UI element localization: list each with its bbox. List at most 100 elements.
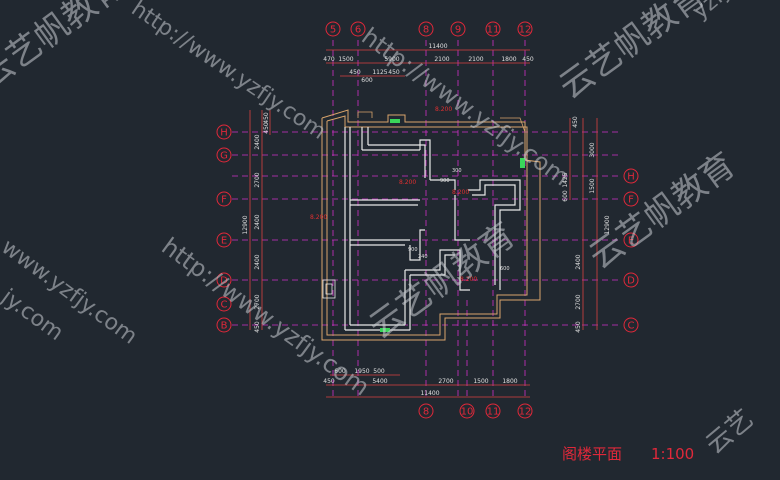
bottom-dim-7: 1500 (473, 378, 488, 385)
axis-top-9-circle (450, 21, 466, 37)
axis-left-C: C (221, 300, 228, 311)
axis-right-C-circle (623, 317, 639, 333)
top-dimension-texts: 11400 470 1500 5900 2100 2100 1800 450 4… (323, 43, 534, 84)
top-dim-1: 470 (323, 56, 335, 63)
elevation-1: 8.200 (435, 106, 452, 113)
top-total-dim: 11400 (428, 43, 447, 50)
bottom-dim-8: 1800 (502, 378, 517, 385)
axis-left-D-circle (216, 272, 232, 288)
axis-left-C-circle (216, 296, 232, 312)
axis-left-F: F (221, 195, 227, 206)
axis-bottom-11-circle (485, 403, 501, 419)
bottom-total-dim: 11400 (420, 390, 439, 397)
watermark-edge-bottom-right: 云艺 (700, 404, 759, 460)
axis-top-12-circle (517, 21, 533, 37)
elevation-marks: 8.200 8.200 8.200 8.200 8.200 (310, 106, 477, 283)
bottom-dim-3: 500 (373, 368, 385, 375)
top-dim-8: 450 (349, 69, 361, 76)
right-dimension-texts: 450 3000 1425 1500 600 2400 2700 450 129… (562, 116, 611, 333)
axis-grid-lines (232, 40, 620, 400)
axis-top-6-circle (350, 21, 366, 37)
axis-right-F-circle (623, 191, 639, 207)
bottom-dim-1: 600 (334, 368, 346, 375)
axis-right-E-circle (623, 232, 639, 248)
left-dim-2: 450 (263, 122, 270, 134)
axis-right-C: C (628, 321, 635, 332)
watermark-url-low: http://www.yzfjy.com (156, 232, 374, 401)
left-total-dim: 12900 (242, 215, 249, 234)
axis-bottom-12: 12 (519, 407, 532, 418)
right-dim-7: 2700 (575, 294, 582, 309)
right-dim-5: 600 (562, 190, 569, 202)
axis-left-F-circle (216, 191, 232, 207)
left-dim-5: 2400 (254, 214, 261, 229)
bottom-dimension-lines (326, 374, 530, 398)
bottom-dimension-texts: 600 1950 500 450 5400 2700 1500 1800 114… (323, 368, 518, 397)
axis-right-D-circle (623, 272, 639, 288)
inner-walls (344, 127, 521, 331)
axis-left-D: D (220, 276, 228, 287)
left-dimension-texts: 450 450 2400 2700 2400 2400 2700 450 129… (242, 112, 270, 333)
left-dim-7: 2700 (254, 294, 261, 309)
windows (380, 119, 525, 332)
axis-left-B-circle (216, 317, 232, 333)
axis-bottom-10-circle (459, 403, 475, 419)
axis-top-8-circle (418, 21, 434, 37)
elevation-5: 8.200 (452, 189, 469, 196)
axis-bottom-12-circle (517, 403, 533, 419)
top-dim-10: 1125 (372, 69, 387, 76)
axis-left-H: H (220, 128, 228, 139)
axis-bottom-11: 11 (487, 407, 500, 418)
watermark-brand-right: 云艺帆教育 (582, 145, 743, 277)
room-dim-1: 900 (440, 178, 450, 184)
top-dim-9: 600 (361, 77, 373, 84)
room-dim-3: 900 (408, 247, 418, 253)
watermark-edge-top-right: yzfjy (688, 0, 743, 25)
window-top (390, 119, 400, 123)
left-dim-6: 2400 (254, 254, 261, 269)
axis-left-G-circle (216, 147, 232, 163)
left-dim-4: 2700 (254, 172, 261, 187)
room-dimension-texts: 900 300 900 240 600 (408, 168, 510, 272)
axis-top-11-circle (485, 21, 501, 37)
axis-top-8: 8 (423, 25, 429, 36)
room-dim-5: 600 (500, 266, 510, 272)
axis-bottom-8: 8 (423, 407, 429, 418)
right-dim-4: 1500 (589, 178, 596, 193)
top-dim-6: 1800 (501, 56, 516, 63)
top-dimension-lines (326, 49, 530, 77)
axis-bottom-8-circle (418, 403, 434, 419)
watermark-url-mid: http://www.yzfjy.com (356, 22, 574, 191)
right-dim-8: 450 (575, 321, 582, 333)
left-dim-8: 450 (254, 321, 261, 333)
right-dim-2: 3000 (589, 142, 596, 157)
top-dim-5: 2100 (468, 56, 483, 63)
axis-left-H-circle (216, 124, 232, 140)
room-fixtures (322, 111, 526, 299)
watermark-brand-bottom: 云艺帆教育 (362, 215, 523, 347)
axis-left-B: B (221, 321, 228, 332)
axis-top-5-circle (325, 21, 341, 37)
axis-right-H-circle (623, 168, 639, 184)
bottom-dim-5: 5400 (372, 378, 387, 385)
axis-left-G: G (220, 151, 228, 162)
right-dim-6: 2400 (575, 254, 582, 269)
top-dim-2: 1500 (338, 56, 353, 63)
axis-bottom-10: 10 (461, 407, 474, 418)
axis-top-11: 11 (487, 25, 500, 36)
axis-left-E: E (221, 236, 227, 247)
top-dim-7: 450 (522, 56, 534, 63)
top-dim-4: 2100 (434, 56, 449, 63)
axis-right-E: E (628, 236, 634, 247)
right-dim-1: 450 (572, 116, 579, 128)
right-total-dim: 12900 (604, 215, 611, 234)
axis-top-12: 12 (519, 25, 532, 36)
watermark-url-top: http://www.yzfjy.com (127, 0, 331, 145)
axis-left-E-circle (216, 232, 232, 248)
left-dimension-lines (249, 110, 271, 330)
room-dim-2: 300 (452, 168, 462, 174)
chimney (322, 279, 336, 299)
elevation-3: 8.200 (310, 214, 327, 221)
